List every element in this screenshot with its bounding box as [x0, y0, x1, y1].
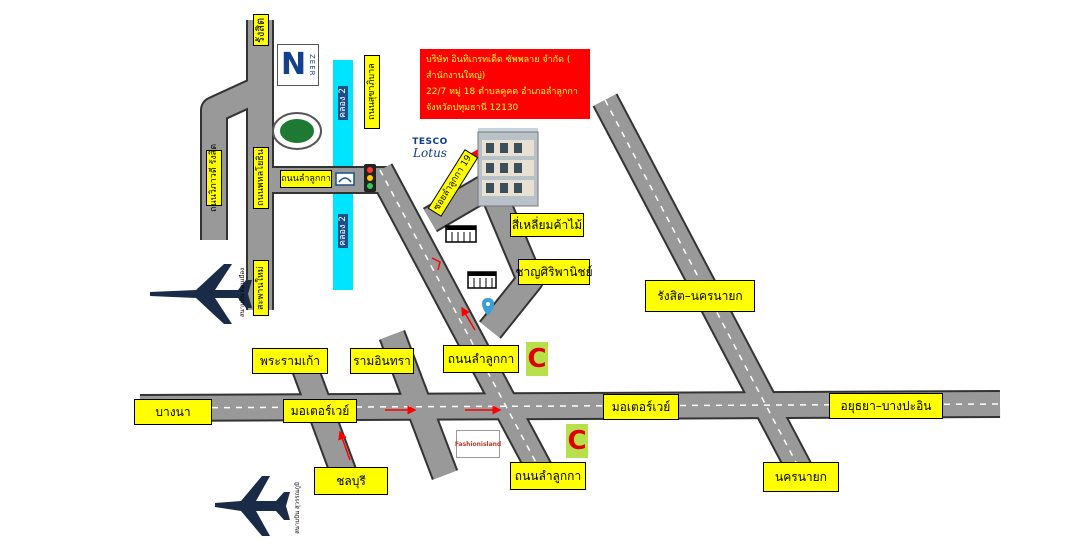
label-wiphawadi: ถนนวิภาวดี รังสิต	[206, 144, 222, 212]
bigc-logo: C	[526, 342, 548, 376]
fashion-island-text: Fashionisland	[454, 440, 502, 448]
label-sukhaphiban: ถนนสุขาภิบาล	[364, 55, 380, 129]
label-chonburi: ชลบุรี	[314, 467, 388, 495]
label-khlong-top: คลอง 2	[338, 86, 348, 120]
airplane-icon	[150, 264, 252, 324]
label-motorway-west: มอเตอร์เวย์	[283, 399, 357, 423]
nzeer-n: N	[281, 47, 307, 82]
fashion-island-logo: Fashionisland	[454, 430, 502, 458]
label-khlong-bottom: คลอง 2	[338, 214, 348, 248]
traffic-light-icon	[364, 164, 376, 192]
label-chanya: ชาญศิริพานิชย์	[515, 259, 593, 285]
company-address-line: 22/7 หมู่ 18 ตำบลคูคต อำเภอลำลูกกา	[426, 87, 578, 97]
label-saphan-mai: สะพานใหม่	[253, 260, 269, 316]
bridge-sign-icon	[335, 172, 355, 186]
label-phaholyothin: ถนนพหลโยธิน	[253, 147, 269, 209]
label-lamlukka-north: ถนนลำลูกกา	[443, 345, 519, 373]
tesco-lotus-logo: TESCO Lotus	[412, 137, 448, 160]
tesco-text: TESCO	[412, 137, 448, 147]
nzeer-logo: N ZEER	[277, 44, 319, 86]
company-building-photo	[477, 128, 539, 207]
label-bangna: บางนา	[134, 399, 212, 425]
company-name-line: บริษัท อินทิเกรทเต็ด ซัพพลาย จำกัด (	[426, 55, 571, 65]
airplane-icon	[215, 476, 290, 536]
label-rangsit-top: รังสิต	[253, 14, 269, 46]
nzeer-z: ZEER	[308, 53, 317, 77]
location-pin-icon	[482, 298, 494, 316]
bigc-text: C	[527, 344, 547, 374]
label-lamlukka-south: ถนนลำลูกกา	[510, 462, 586, 490]
label-ramintra: รามอินทรา	[350, 348, 414, 374]
label-ayutthaya: อยุธยา–บางปะอิน	[829, 393, 943, 419]
label-airport-suvarnabhumi: สนามบิน สุวรรณภูมิ	[294, 482, 301, 534]
lotus-text: Lotus	[413, 146, 447, 160]
shop-building-icon	[445, 225, 477, 243]
label-rangsit-nakhon-nayok: รังสิต–นครนายก	[645, 280, 755, 312]
bigc-text: C	[567, 426, 587, 456]
company-province-line: จังหวัดปทุมธานี 12130	[426, 103, 519, 113]
stadium-icon	[272, 112, 322, 150]
shop-building-icon	[467, 271, 497, 289]
company-address-box: บริษัท อินทิเกรทเต็ด ซัพพลาย จำกัด ( สำน…	[420, 49, 590, 119]
label-motorway-east: มอเตอร์เวย์	[603, 394, 679, 420]
label-airport-donmueang: สนามบิน ดอนเมือง	[239, 268, 246, 318]
bigc-logo: C	[566, 424, 588, 458]
label-lamlukka-mid: ถนนลำลูกกา	[280, 170, 332, 188]
label-phraram9: พระรามเก้า	[252, 348, 328, 374]
label-nakhon-nayok: นครนายก	[763, 462, 839, 492]
company-name-line: สำนักงานใหญ่)	[426, 71, 486, 81]
label-silom-wood: สี่เหลี่ยมค้าไม้	[510, 213, 584, 237]
